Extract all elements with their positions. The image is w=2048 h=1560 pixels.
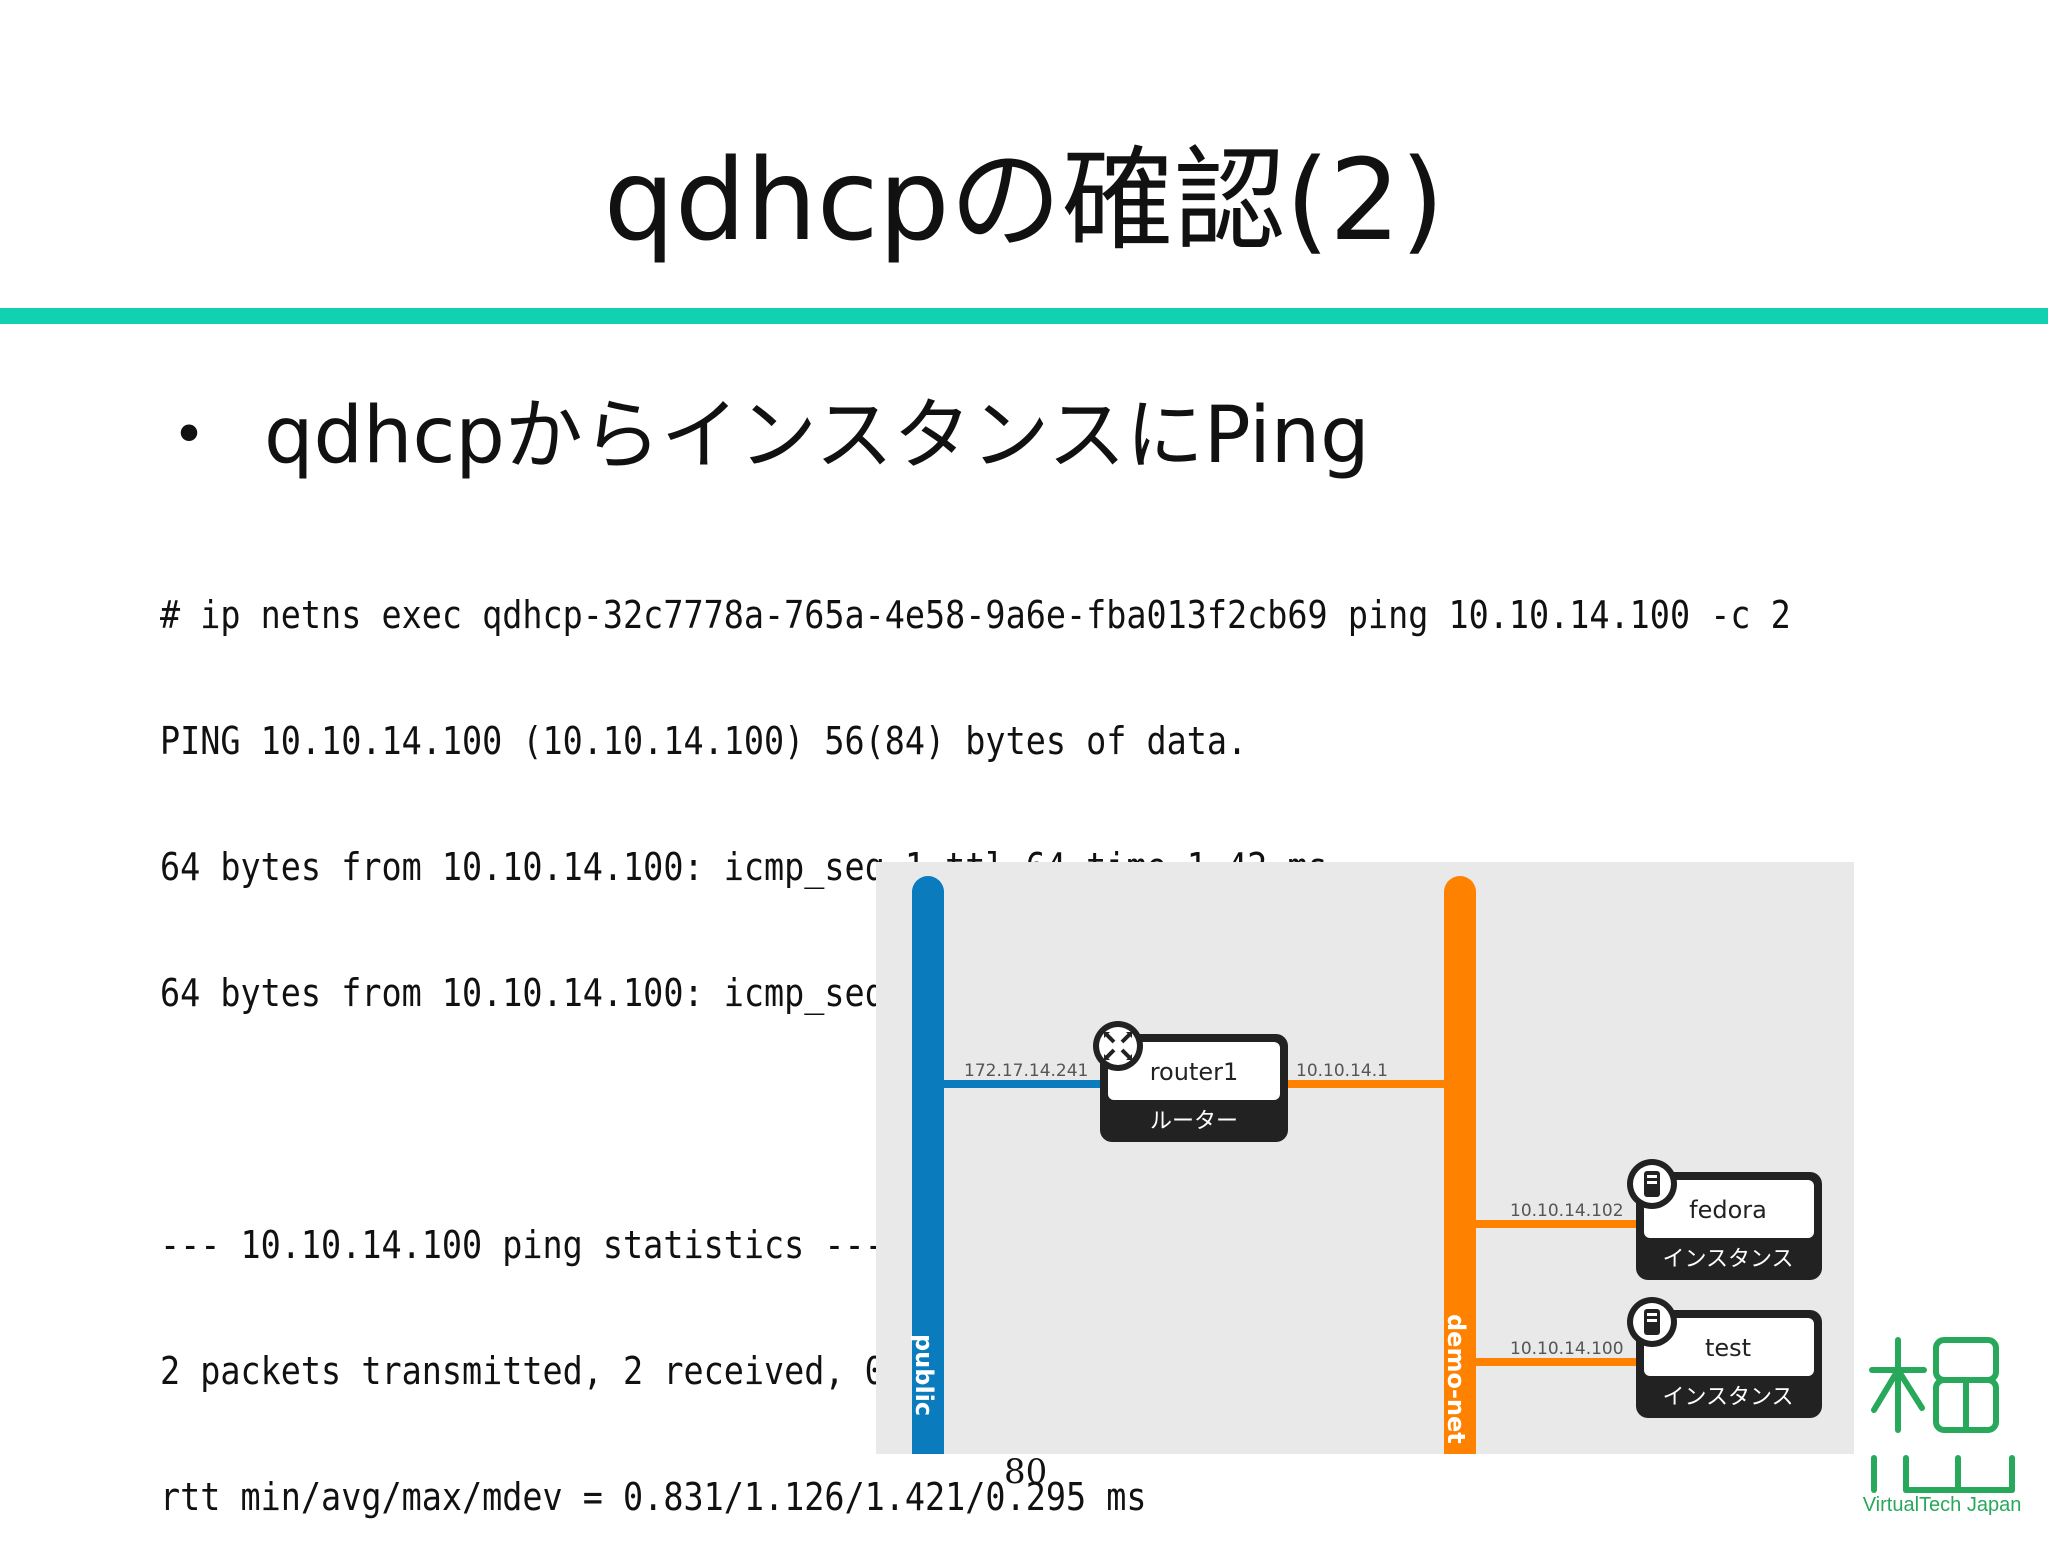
- instance-node-test[interactable]: test インスタンス: [1627, 1297, 1822, 1418]
- slide-title: qdhcpの確認(2): [603, 136, 1445, 266]
- bullet-marker: ・: [150, 391, 229, 481]
- bullet-point: ・ qdhcpからインスタンスにPing: [150, 391, 1370, 481]
- terminal-line: --- 10.10.14.100 ping statistics ---: [160, 1223, 885, 1267]
- terminal-line: PING 10.10.14.100 (10.10.14.100) 56(84) …: [160, 719, 1248, 763]
- router-node[interactable]: router1 ルーター: [1093, 1021, 1288, 1142]
- router-type-label: ルーター: [1150, 1109, 1238, 1134]
- virtualtech-logo-icon: [1862, 1330, 2022, 1530]
- public-network-bar[interactable]: [912, 876, 944, 1454]
- fedora-ip: 10.10.14.102: [1510, 1201, 1624, 1221]
- title-divider: [0, 308, 2048, 324]
- terminal-line: # ip netns exec qdhcp-32c7778a-765a-4e58…: [160, 593, 1791, 637]
- router-name: router1: [1150, 1058, 1239, 1086]
- server-icon: [1627, 1159, 1677, 1209]
- logo-text: VirtualTech Japan: [1862, 1494, 2022, 1516]
- network-topology: public demo-net 172.17.14.241 10.10.14.1…: [876, 862, 1854, 1454]
- demo-net-network-label: demo-net: [1442, 1314, 1470, 1444]
- instance-node-fedora[interactable]: fedora インスタンス: [1627, 1159, 1822, 1280]
- server-icon: [1627, 1297, 1677, 1347]
- test-ip: 10.10.14.100: [1510, 1339, 1624, 1359]
- page-number: 80: [1004, 1452, 1048, 1492]
- terminal-line: rtt min/avg/max/mdev = 0.831/1.126/1.421…: [160, 1475, 1147, 1519]
- terminal-output: # ip netns exec qdhcp-32c7778a-765a-4e58…: [160, 510, 1791, 1560]
- instance-name: fedora: [1689, 1196, 1767, 1224]
- router-public-ip: 172.17.14.241: [964, 1061, 1088, 1081]
- demo-net-network-bar[interactable]: [1444, 876, 1476, 1454]
- router-icon: [1093, 1021, 1143, 1071]
- instance-type-label: インスタンス: [1662, 1385, 1793, 1410]
- bullet-text: qdhcpからインスタンスにPing: [264, 391, 1370, 481]
- router-demo-ip: 10.10.14.1: [1296, 1061, 1388, 1081]
- instance-name: test: [1705, 1334, 1751, 1362]
- instance-type-label: インスタンス: [1662, 1247, 1793, 1272]
- public-network-label: public: [910, 1334, 938, 1416]
